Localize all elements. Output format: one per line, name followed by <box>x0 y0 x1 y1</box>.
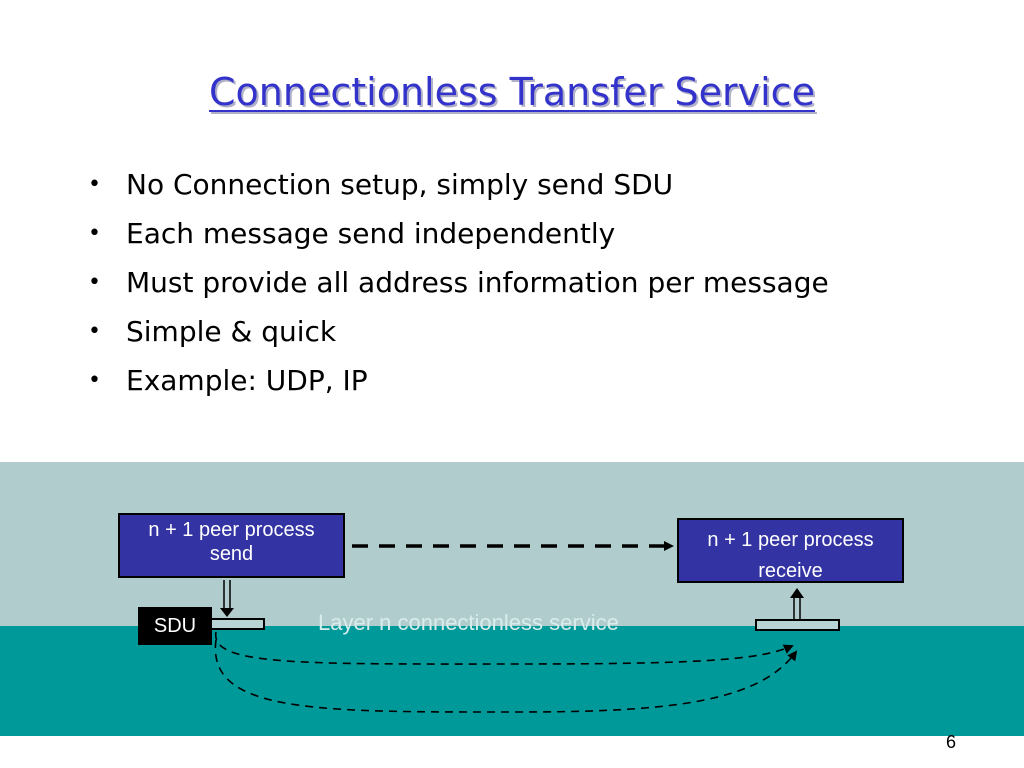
bullet-text: Example: UDP, IP <box>126 364 368 397</box>
bullet-item: • Example: UDP, IP <box>88 356 829 405</box>
service-label: Layer n connectionless service <box>318 610 619 635</box>
bullet-text: Must provide all address information per… <box>126 266 829 299</box>
receiver-process-line1: n + 1 peer process <box>707 529 874 551</box>
sender-process-line1: n + 1 peer process <box>148 519 315 541</box>
receiver-process-box: n + 1 peer process receive <box>677 518 904 583</box>
bullet-text: No Connection setup, simply send SDU <box>126 168 674 201</box>
bullet-marker: • <box>88 368 101 393</box>
bullet-item: • Each message send independently <box>88 209 829 258</box>
slide-title: Connectionless Transfer Service <box>209 70 815 114</box>
send-down-arrow <box>220 580 234 617</box>
bullet-item: • Must provide all address information pe… <box>88 258 829 307</box>
sdu-label: SDU <box>138 607 212 645</box>
receiver-process-line2: receive <box>758 560 823 582</box>
bullet-item: • No Connection setup, simply send SDU <box>88 160 829 209</box>
sender-process-line2: send <box>209 543 254 565</box>
bullet-text: Each message send independently <box>126 217 616 250</box>
bullet-item: • Simple & quick <box>88 307 829 356</box>
lower-path-arrow-lower <box>214 639 798 713</box>
lower-path-arrow-upper <box>215 631 794 665</box>
bullet-marker: • <box>88 221 101 246</box>
sender-process-box: n + 1 peer process send <box>118 513 345 578</box>
bullet-marker: • <box>88 270 101 295</box>
bullet-text: Simple & quick <box>126 315 337 348</box>
receive-service-access-point <box>755 619 840 631</box>
page-number: 6 <box>946 732 957 752</box>
receive-up-arrow <box>790 588 804 619</box>
bullet-marker: • <box>88 172 101 197</box>
bullet-list: • No Connection setup, simply send SDU • E… <box>88 160 829 405</box>
bullet-marker: • <box>88 319 101 344</box>
